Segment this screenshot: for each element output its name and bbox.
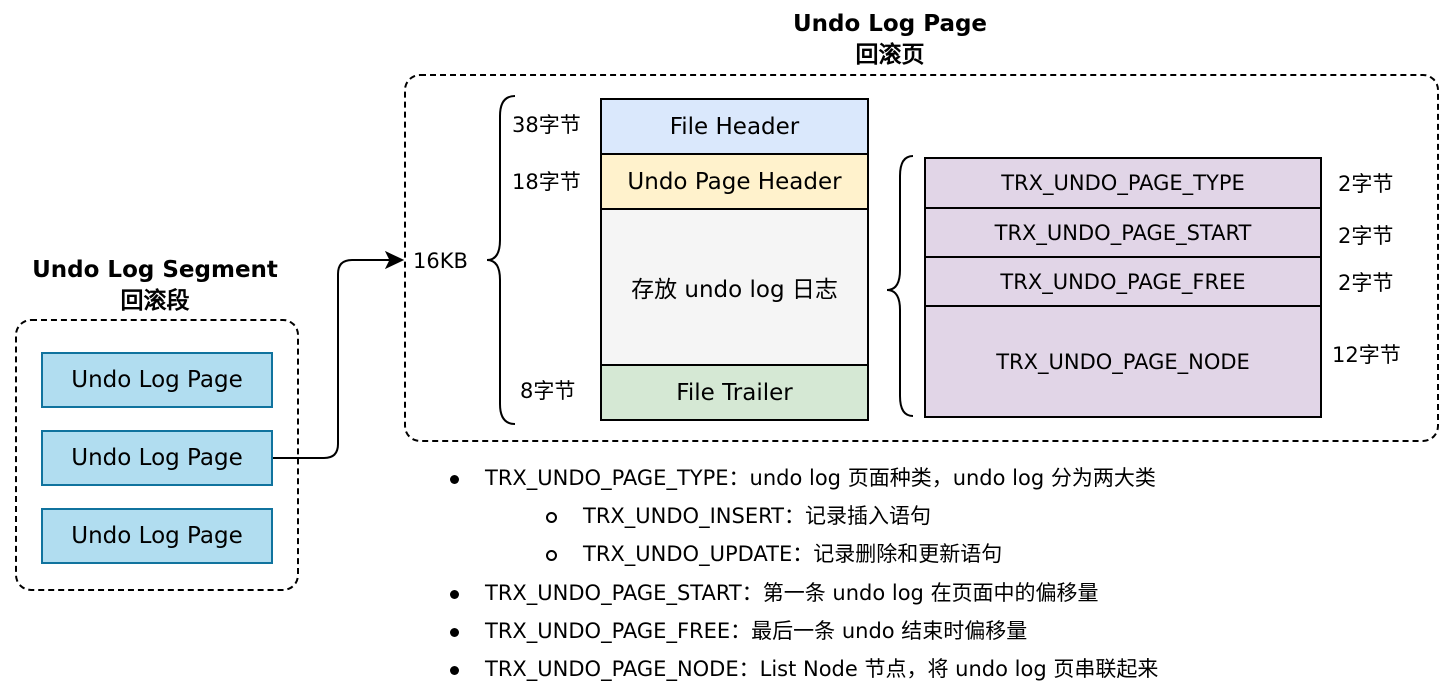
segment-page-1: Undo Log Page (41, 352, 273, 408)
field-trx-undo-page-type: TRX_UNDO_PAGE_TYPE (924, 157, 1322, 209)
undo-log-segment-title-en: Undo Log Segment (32, 257, 278, 283)
segment-page-3: Undo Log Page (41, 508, 273, 564)
bullet-ring-icon (546, 511, 557, 523)
note-page-start: TRX_UNDO_PAGE_START：第一条 undo log 在页面中的偏移… (450, 579, 1099, 607)
undo-log-segment-title-zh: 回滚段 (120, 288, 190, 314)
undo-page-header-size: 18字节 (512, 170, 581, 194)
segment-page-2: Undo Log Page (41, 430, 273, 486)
field-type-size: 2字节 (1338, 172, 1394, 196)
field-trx-undo-page-node: TRX_UNDO_PAGE_NODE (924, 305, 1322, 418)
page-size-label: 16KB (413, 249, 468, 273)
bullet-dot-icon (450, 665, 459, 675)
file-header-size: 38字节 (512, 113, 581, 137)
note-text: TRX_UNDO_PAGE_FREE：最后一条 undo 结束时偏移量 (485, 619, 1028, 643)
segment-to-page-arrowhead (384, 250, 405, 270)
undo-log-page-container (404, 74, 1439, 442)
undo-log-page-title-en: Undo Log Page (792, 11, 988, 37)
undo-log-page-title-zh: 回滚页 (855, 42, 925, 68)
bullet-dot-icon (450, 589, 459, 599)
file-trailer-size: 8字节 (520, 379, 576, 403)
note-undo-insert: TRX_UNDO_INSERT：记录插入语句 (546, 502, 931, 530)
field-trx-undo-page-start: TRX_UNDO_PAGE_START (924, 207, 1322, 258)
segment-to-page-arrow-line (273, 259, 390, 459)
note-text: TRX_UNDO_UPDATE：记录删除和更新语句 (583, 542, 1003, 566)
note-text: TRX_UNDO_PAGE_NODE：List Node 节点，将 undo l… (485, 657, 1159, 681)
undo-log-segment-title: Undo Log Segment 回滚段 (20, 255, 290, 317)
bullet-ring-icon (546, 549, 557, 561)
field-start-size: 2字节 (1338, 224, 1394, 248)
undo-log-body-block: 存放 undo log 日志 (600, 208, 869, 366)
note-text: TRX_UNDO_PAGE_START：第一条 undo log 在页面中的偏移… (485, 581, 1099, 605)
note-text: TRX_UNDO_PAGE_TYPE：undo log 页面种类，undo lo… (485, 466, 1156, 490)
note-undo-update: TRX_UNDO_UPDATE：记录删除和更新语句 (546, 540, 1002, 568)
file-trailer-block: File Trailer (600, 364, 869, 421)
undo-log-segment-container (15, 319, 299, 591)
file-header-block: File Header (600, 98, 869, 155)
field-free-size: 2字节 (1338, 271, 1394, 295)
bullet-dot-icon (450, 474, 459, 484)
note-page-type: TRX_UNDO_PAGE_TYPE：undo log 页面种类，undo lo… (450, 464, 1156, 492)
bullet-dot-icon (450, 627, 459, 637)
undo-page-header-block: Undo Page Header (600, 153, 869, 210)
undo-log-page-title: Undo Log Page 回滚页 (760, 9, 1020, 71)
note-text: TRX_UNDO_INSERT：记录插入语句 (583, 504, 931, 528)
field-node-size: 12字节 (1332, 343, 1401, 367)
note-page-free: TRX_UNDO_PAGE_FREE：最后一条 undo 结束时偏移量 (450, 617, 1027, 645)
note-page-node: TRX_UNDO_PAGE_NODE：List Node 节点，将 undo l… (450, 655, 1158, 683)
field-trx-undo-page-free: TRX_UNDO_PAGE_FREE (924, 256, 1322, 307)
page-size-brace (486, 95, 516, 425)
header-fields-brace (886, 155, 914, 417)
